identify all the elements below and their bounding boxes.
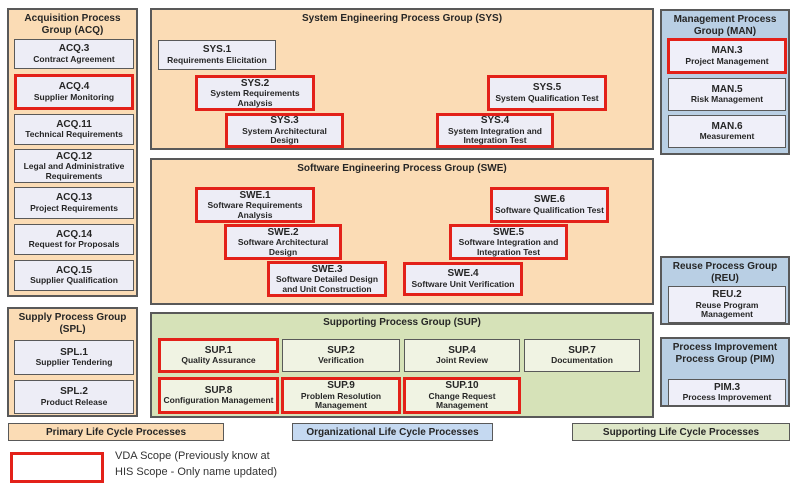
vda-scope-key-box <box>10 452 104 483</box>
group-spl-title: Supply Process Group (SPL) <box>18 312 127 335</box>
group-man-title: Management Process Group (MAN) <box>673 14 777 37</box>
group-sys: System Engineering Process Group (SYS) S… <box>150 8 654 150</box>
group-reu-title: Reuse Process Group (REU) <box>672 261 778 284</box>
legend-supporting-lifecycle: Supporting Life Cycle Processes <box>572 423 790 441</box>
group-swe: Software Engineering Process Group (SWE)… <box>150 158 654 305</box>
group-sys-title: System Engineering Process Group (SYS) <box>301 13 503 24</box>
legend-primary-lifecycle: Primary Life Cycle Processes <box>8 423 224 441</box>
vda-scope-note: VDA Scope (Previously know at HIS Scope … <box>115 450 278 478</box>
legend-organizational-lifecycle: Organizational Life Cycle Processes <box>292 423 493 441</box>
group-acq-title: Acquisition Process Group (ACQ) <box>24 13 121 36</box>
group-pim: Process Improvement Process Group (PIM) … <box>660 337 790 407</box>
group-pim-title: Process Improvement Process Group (PIM) <box>672 342 778 365</box>
group-swe-title: Software Engineering Process Group (SWE) <box>297 163 507 174</box>
group-sup-title: Supporting Process Group (SUP) <box>323 317 481 328</box>
